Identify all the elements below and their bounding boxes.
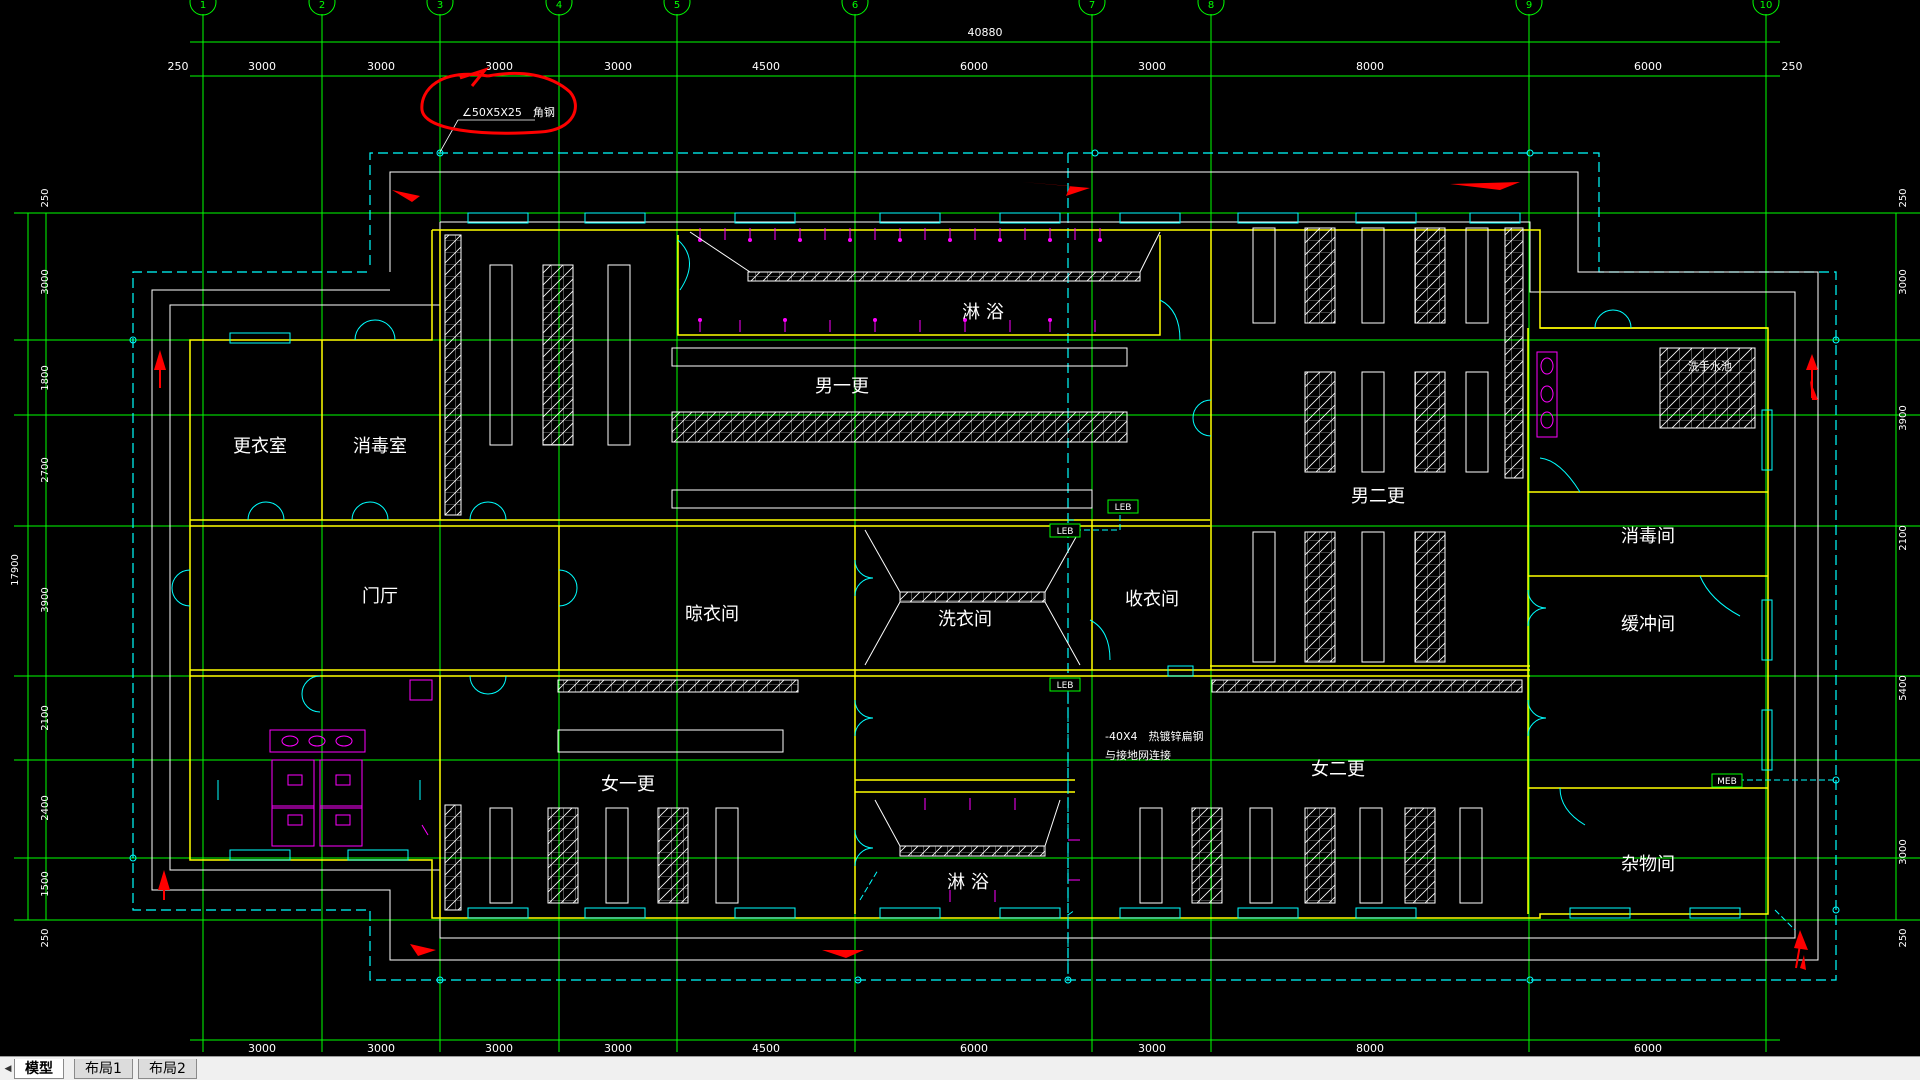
dimension-text: 250 (40, 928, 51, 947)
shower-heads (698, 238, 1102, 322)
room-label-disinfection-room: 消毒室 (353, 436, 407, 457)
dimension-text: 3000 (1138, 60, 1166, 73)
dimension-text: 250 (1898, 928, 1909, 947)
windows (229, 212, 1773, 919)
dimension-text: 3000 (1898, 839, 1909, 864)
dimension-text: 3000 (248, 1042, 276, 1055)
floor-plan-drawing[interactable]: 1 2 3 4 5 6 7 8 9 10 40880 250 3000 3000… (0, 0, 1920, 1056)
dimension-text: 3000 (248, 60, 276, 73)
room-label-shower: 淋 浴 (962, 302, 1004, 323)
ground-wires (859, 515, 1836, 980)
meb-label: MEB (1717, 777, 1737, 787)
sanitary-fixtures (269, 228, 1558, 902)
grid-bubble-label: 1 (200, 0, 206, 11)
grounding-points (129, 149, 1840, 984)
red-markup-circle (420, 67, 577, 135)
dimension-text: 3000 (367, 60, 395, 73)
dimension-text: 3900 (1898, 405, 1909, 430)
dimension-text: 2100 (1898, 525, 1909, 550)
grounding-loop (132, 152, 1837, 981)
grid-bubble-label: 9 (1526, 0, 1532, 11)
dimension-text: 3000 (40, 269, 51, 294)
red-markup-arrows (154, 182, 1818, 970)
room-label-storage-room: 杂物间 (1621, 854, 1675, 875)
dimension-text: 8000 (1356, 1042, 1384, 1055)
grid-bubble-label: 2 (319, 0, 325, 11)
dimension-text: 6000 (1634, 1042, 1662, 1055)
dimension-text: 17900 (10, 554, 21, 586)
electrical-boxes (1049, 499, 1743, 788)
room-label-buffer-room: 缓冲间 (1621, 614, 1675, 635)
dimension-text: 250 (1898, 188, 1909, 207)
grid-bubble-label: 5 (674, 0, 680, 11)
annotation-flat-steel-connection: 与接地网连接 (1105, 749, 1171, 762)
grid-bubbles (189, 0, 1780, 16)
annotation-flat-steel: -40X4 热镀锌扁钢 (1105, 729, 1204, 743)
red-markup-arrow-shafts (159, 368, 1813, 969)
dimension-text: 3000 (604, 60, 632, 73)
room-label-women-changing-2: 女二更 (1311, 759, 1365, 780)
dimension-text: 5400 (1898, 675, 1909, 700)
doors (171, 239, 1741, 867)
tab-layout-2[interactable]: 布局2 (138, 1059, 197, 1079)
dimension-text: 6000 (960, 1042, 988, 1055)
dimension-text: 2700 (40, 457, 51, 482)
annotation-angle-steel: ∠50X5X25 角钢 (462, 106, 555, 119)
leb-label: LEB (1115, 503, 1132, 513)
room-label-changing-room: 更衣室 (233, 436, 287, 457)
dimension-text: 6000 (960, 60, 988, 73)
room-label-lobby: 门厅 (362, 586, 398, 607)
equipment-label: 洗手水池 (1688, 359, 1732, 373)
locker-furniture (444, 227, 1756, 911)
dimension-text: 3000 (1138, 1042, 1166, 1055)
tab-model[interactable]: 模型 (14, 1059, 64, 1079)
dimension-text: 3900 (40, 587, 51, 612)
dimension-text: 3000 (485, 60, 513, 73)
dimension-text: 8000 (1356, 60, 1384, 73)
tab-scroll-left-icon[interactable]: ◀ (4, 1064, 12, 1074)
grid-bubble-label: 4 (556, 0, 562, 11)
room-diagonals (689, 231, 1161, 847)
dimension-text: 3000 (1898, 269, 1909, 294)
dimension-text: 4500 (752, 60, 780, 73)
leb-label: LEB (1057, 681, 1074, 691)
room-label-men-changing-2: 男二更 (1351, 486, 1405, 507)
room-label-men-changing-1: 男一更 (815, 376, 869, 397)
dimension-text: 2400 (40, 795, 51, 820)
room-label-shower: 淋 浴 (947, 872, 989, 893)
dimension-text: 2100 (40, 705, 51, 730)
dimension-text: 250 (1782, 60, 1803, 73)
dimension-text: 3000 (367, 1042, 395, 1055)
grid-bubble-label: 8 (1208, 0, 1214, 11)
room-label-drying-room: 晾衣间 (685, 604, 739, 625)
room-label-disinfection: 消毒间 (1621, 526, 1675, 547)
leader-lines (439, 119, 535, 153)
dimension-text: 6000 (1634, 60, 1662, 73)
dimension-text: 250 (168, 60, 189, 73)
room-label-collection-room: 收衣间 (1125, 589, 1179, 610)
room-label-laundry-room: 洗衣间 (938, 609, 992, 630)
outer-wall-outline (151, 171, 1819, 961)
dimension-text: 3000 (604, 1042, 632, 1055)
grid-bubble-label: 10 (1760, 0, 1773, 11)
dimension-text: 1500 (40, 871, 51, 896)
dimension-text: 250 (40, 188, 51, 207)
grid-bubble-label: 3 (437, 0, 443, 11)
dimension-text: 3000 (485, 1042, 513, 1055)
tab-layout-1[interactable]: 布局1 (74, 1059, 133, 1079)
grid-bubble-label: 6 (852, 0, 858, 11)
grid-bubble-label: 7 (1089, 0, 1095, 11)
dimension-text: 4500 (752, 1042, 780, 1055)
interior-walls (189, 229, 1769, 919)
leb-label: LEB (1057, 527, 1074, 537)
cad-drawing-viewport[interactable]: 1 2 3 4 5 6 7 8 9 10 40880 250 3000 3000… (0, 0, 1920, 1056)
overall-dimension: 40880 (968, 26, 1003, 39)
layout-tab-bar: ◀ 模型 布局1 布局2 (0, 1056, 1920, 1080)
room-label-women-changing-1: 女一更 (601, 774, 655, 795)
dimension-text: 1800 (40, 365, 51, 390)
